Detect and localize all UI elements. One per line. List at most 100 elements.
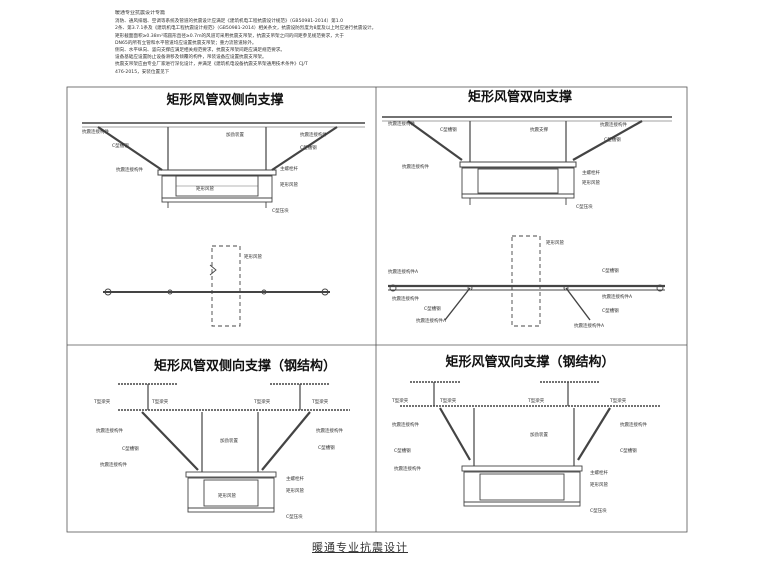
plan-node	[167, 289, 173, 295]
label: 矩形风管	[590, 481, 608, 488]
channel-bottom	[187, 507, 275, 513]
channel-top	[185, 471, 277, 478]
plan-duct	[211, 245, 241, 327]
labels-tl: 抗震连接构件 加劲装置 抗震连接构件 C型槽钢 C型槽钢 抗震连接构件 主螺栓杆…	[82, 128, 327, 260]
label: 抗震连接构件	[392, 421, 419, 428]
diagram-tl-plan	[103, 245, 330, 327]
label: 矩形风管	[244, 253, 262, 260]
diagram-tl-section	[82, 122, 365, 208]
label: C型压块	[286, 513, 303, 520]
brace-right	[261, 411, 311, 471]
diagram-br	[400, 381, 660, 507]
plan-node	[467, 285, 473, 291]
duct-inner-upper	[477, 168, 559, 194]
duct-section-upper	[161, 175, 273, 199]
label: C型槽钢	[604, 136, 621, 143]
plan-node-right	[321, 288, 329, 296]
plan-node-left	[104, 288, 112, 296]
label: T型梁夹	[311, 398, 329, 405]
notes-line: 抗震支吊架应由专业厂家进行深化设计，并满足《建筑机电设备抗震支吊架通用技术条件》…	[115, 62, 308, 68]
label: 抗震连接构件	[96, 427, 123, 434]
label: 抗震连接构件A	[602, 293, 633, 300]
brace-left	[141, 411, 199, 471]
label: C型槽钢	[112, 142, 129, 149]
label: 抗震连接构件	[394, 465, 421, 472]
labels-bl: T型梁夹 T型梁夹 T型梁夹 T型梁夹 抗震连接构件 抗震连接构件 加劲装置 C…	[93, 398, 343, 520]
channel-bottom	[461, 193, 575, 199]
label: T型梁夹	[391, 397, 409, 404]
plan-diag-left	[444, 287, 471, 321]
notes-title: 暖通专业抗震设计专篇	[115, 10, 166, 16]
label: 主螺栓杆	[280, 165, 298, 172]
panel-title-tl: 矩形风管双侧向支撑	[165, 92, 283, 108]
label: 抗震连接构件A	[388, 268, 419, 275]
brace-right	[271, 126, 338, 171]
label: 加劲装置	[530, 431, 548, 438]
brace-right	[572, 120, 643, 161]
label: 矩形风管	[546, 239, 564, 246]
notes-line: 侧向、水平纵向、竖向支撑应满足相关规范要求，抗震支吊架间距应满足规范要求。	[115, 48, 285, 54]
plan-node	[563, 285, 569, 291]
channel-top	[459, 161, 577, 168]
diagram-tr-section	[382, 116, 672, 205]
label: C型槽钢	[602, 307, 619, 314]
label: 抗震支撑	[530, 126, 548, 133]
label: 抗震连接构件	[620, 421, 647, 428]
labels-tr: 抗震连接构件 C型槽钢 抗震连接构件 抗震支撑 C型槽钢 抗震连接构件 主螺栓杆…	[388, 120, 633, 329]
label: 抗震连接构件	[392, 295, 419, 302]
label: 抗震连接构件A	[574, 322, 605, 329]
duct-section-upper	[461, 167, 575, 195]
label: T型梁夹	[527, 397, 545, 404]
sheet-footer-title: 暖通专业抗震设计	[312, 541, 408, 554]
brace-left	[407, 120, 463, 161]
label: T型梁夹	[93, 398, 111, 405]
label: C型槽钢	[394, 447, 411, 454]
label: 抗震连接构件	[316, 427, 343, 434]
brace-right	[577, 407, 611, 461]
channel-bottom	[161, 197, 273, 203]
plan-node	[261, 289, 267, 295]
break-mark	[209, 264, 217, 276]
label: 矩形风管	[218, 492, 236, 499]
duct-section	[187, 477, 275, 509]
channel-top	[157, 169, 277, 176]
label: 抗震连接构件	[600, 121, 627, 128]
label: C型槽钢	[122, 445, 139, 452]
duct-inner	[203, 479, 259, 507]
notes-line: 设备基础应设置防止设备滑移及倾覆的构件，吊装设备应设置抗震支吊架。	[115, 55, 267, 61]
plan-node-left	[389, 284, 397, 292]
label: 抗震连接构件	[388, 120, 415, 127]
label: 抗震连接构件A	[416, 317, 447, 324]
plan-duct	[511, 235, 541, 327]
label: 抗震连接构件	[100, 461, 127, 468]
label: T型梁夹	[609, 397, 627, 404]
sheet-frame	[66, 86, 688, 533]
label: C型槽钢	[602, 267, 619, 274]
label: 主螺栓杆	[286, 475, 304, 482]
label: 矩形风管	[286, 487, 304, 494]
panel-title-br: 矩形风管双向支撑（钢结构）	[444, 354, 614, 370]
notes-line: 消防、通风排烟、空调等系统及管道的抗震设计应满足《建筑机电工程抗震设计规范》（G…	[115, 19, 344, 25]
notes-line: DN65的所有立管和水平管道均应设置抗震支吊架；重力流管道除外。	[115, 40, 257, 46]
label: C型压块	[590, 507, 607, 514]
plan-diag-right	[565, 287, 591, 321]
notes-line: 矩形截面面积≥0.38m²或圆形直径≥0.7m的风道可采用抗震支吊架，抗震支吊架…	[115, 33, 344, 39]
label: T型梁夹	[439, 397, 457, 404]
label: 主螺栓杆	[582, 169, 600, 176]
label: T型梁夹	[253, 398, 271, 405]
panel-title-bl: 矩形风管双侧向支撑（钢结构）	[153, 358, 336, 374]
label: C型槽钢	[440, 126, 457, 133]
label: 抗震连接构件	[402, 163, 429, 170]
label: T型梁夹	[151, 398, 169, 405]
brace-left	[97, 126, 163, 171]
label: C型压块	[272, 207, 289, 214]
label: C型槽钢	[300, 144, 317, 151]
label: 加劲装置	[220, 437, 238, 444]
label: 抗震连接构件	[116, 166, 143, 173]
diagram-bl	[118, 383, 350, 513]
label: C型压块	[576, 203, 593, 210]
design-notes: 暖通专业抗震设计专篇 消防、通风排烟、空调等系统及管道的抗震设计应满足《建筑机电…	[115, 10, 535, 76]
plan-node-right	[656, 284, 664, 292]
diagram-tr-plan	[388, 235, 665, 327]
panel-title-tr: 矩形风管双向支撑	[467, 89, 572, 105]
